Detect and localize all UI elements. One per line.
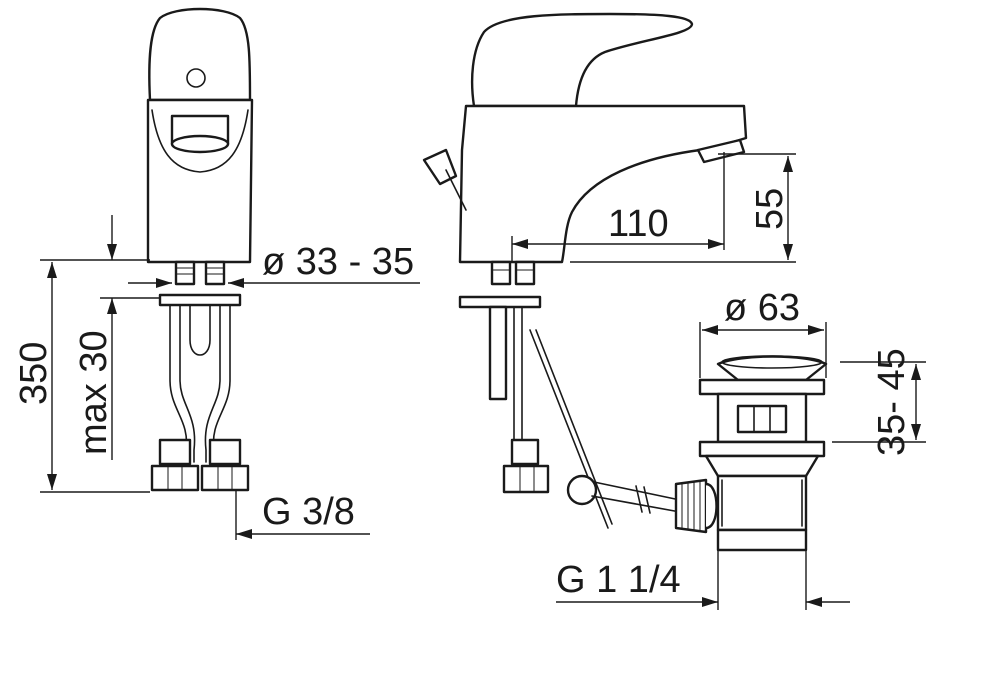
label-110: 110 bbox=[608, 203, 669, 245]
dimension-350 bbox=[40, 259, 150, 493]
label-g38: G 3/8 bbox=[262, 491, 355, 533]
label-waste-diameter: ø 63 bbox=[724, 287, 800, 329]
label-55: 55 bbox=[749, 188, 791, 230]
dimension-max-30 bbox=[100, 215, 160, 460]
dimension-outlet-diameter bbox=[128, 278, 420, 288]
dimension-55 bbox=[570, 153, 796, 263]
dimension-waste-height bbox=[832, 361, 926, 443]
dimension-waste-thread bbox=[556, 550, 850, 610]
label-waste-thread: G 1 1/4 bbox=[556, 559, 681, 601]
waste-fitting bbox=[698, 355, 828, 552]
label-350: 350 bbox=[13, 342, 55, 405]
dimension-g38 bbox=[235, 490, 370, 540]
label-max-30: max 30 bbox=[73, 330, 115, 455]
dimension-waste-diameter bbox=[699, 322, 827, 378]
dimension-110 bbox=[511, 152, 725, 262]
faucet-side-view bbox=[422, 12, 748, 534]
label-outlet-diameter: ø 33 - 35 bbox=[262, 241, 414, 283]
label-waste-height: 35- 45 bbox=[871, 348, 913, 456]
faucet-front-view bbox=[146, 7, 254, 492]
